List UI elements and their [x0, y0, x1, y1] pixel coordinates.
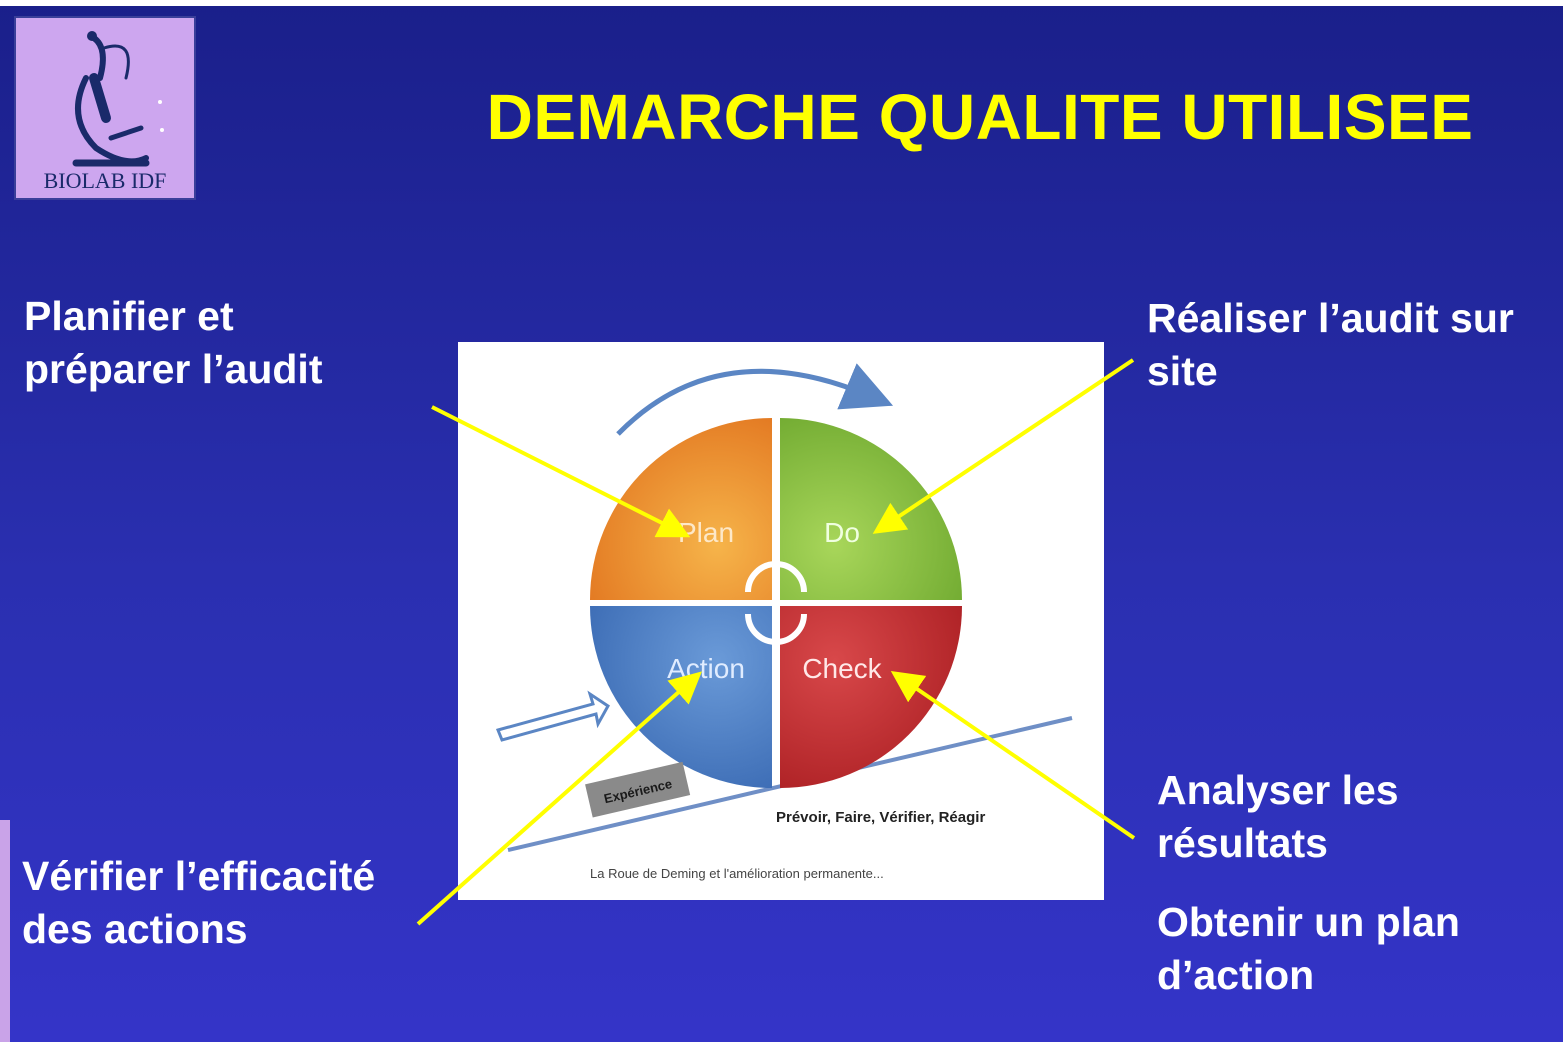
label-do: Réaliser l’audit sur site — [1147, 292, 1514, 398]
label-action-line1: Vérifier l’efficacité — [22, 853, 376, 899]
quadrant-label-plan: Plan — [678, 517, 734, 548]
microscope-icon — [72, 31, 164, 167]
deming-wheel-panel: Plan Do Action Check Expérience Prévoir,… — [458, 342, 1104, 900]
logo-text: BIOLAB IDF — [43, 168, 167, 193]
label-do-line2: site — [1147, 348, 1218, 394]
label-action: Vérifier l’efficacité des actions — [22, 850, 375, 956]
progress-arrow — [495, 690, 610, 742]
left-accent-strip — [0, 820, 10, 1042]
biolab-logo: BIOLAB IDF — [14, 16, 196, 200]
deming-motto: Prévoir, Faire, Vérifier, Réagir — [776, 809, 985, 826]
label-check-line1: Analyser les — [1157, 767, 1399, 813]
label-plan-line1: Planifier et — [24, 293, 234, 339]
center-arrow-top — [745, 561, 807, 593]
label-plan: Planifier et préparer l’audit — [24, 290, 322, 396]
label-obtain-line1: Obtenir un plan — [1157, 899, 1460, 945]
label-obtain: Obtenir un plan d’action — [1157, 896, 1460, 1002]
label-obtain-line2: d’action — [1157, 952, 1315, 998]
quadrant-label-do: Do — [824, 517, 860, 548]
quadrant-plan — [590, 418, 772, 600]
quadrant-action — [590, 606, 772, 788]
label-do-line1: Réaliser l’audit sur — [1147, 295, 1514, 341]
label-plan-line2: préparer l’audit — [24, 346, 323, 392]
center-arrow-bottom — [745, 613, 807, 645]
deming-wheel-diagram: Plan Do Action Check Expérience Prévoir,… — [495, 363, 1073, 881]
label-check: Analyser les résultats — [1157, 764, 1399, 870]
quadrant-check — [780, 606, 962, 788]
deming-caption: La Roue de Deming et l'amélioration perm… — [590, 866, 884, 881]
label-action-line2: des actions — [22, 906, 248, 952]
label-check-line2: résultats — [1157, 820, 1328, 866]
quadrant-label-check: Check — [802, 653, 882, 684]
top-border — [0, 0, 1563, 6]
quadrant-label-action: Action — [667, 653, 745, 684]
quadrant-do — [780, 418, 962, 600]
page-title: DEMARCHE QUALITE UTILISEE — [486, 81, 1474, 153]
